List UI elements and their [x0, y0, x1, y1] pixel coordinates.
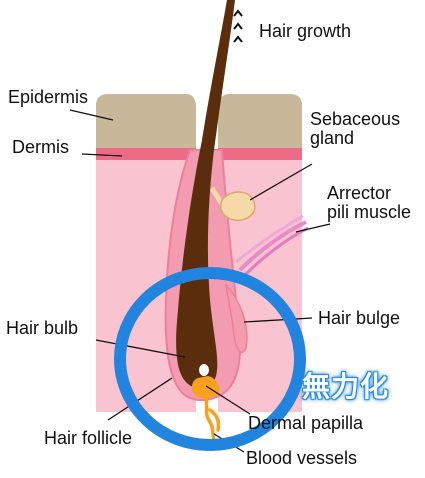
sebaceous-gland — [209, 186, 256, 222]
hair-shaft — [176, 0, 235, 389]
hair-bulge-label: Hair bulge — [318, 308, 401, 328]
sebaceous-gland-label: Sebaceous gland — [310, 110, 400, 148]
sebaceous-gland-label-line2: gland — [310, 128, 355, 148]
dermal-papilla-label: Dermal papilla — [248, 413, 364, 433]
hair-follicle-label: Hair follicle — [44, 428, 133, 448]
dermis-band-right — [218, 148, 302, 160]
epidermis-label: Epidermis — [8, 87, 89, 107]
dermis-label: Dermis — [12, 137, 69, 157]
sebaceous-gland-label-line1: Sebaceous — [310, 109, 401, 129]
growth-arrows-icon — [233, 9, 243, 43]
highlight-ring — [114, 267, 306, 451]
arrector-pili-muscle-label-line2: pili muscle — [327, 202, 412, 222]
blood-vessels — [204, 396, 221, 442]
epidermis-left — [96, 94, 196, 150]
blood-vessels-label: Blood vessels — [246, 448, 358, 468]
epidermis-right — [218, 94, 302, 150]
dermal-papilla — [191, 364, 220, 399]
arrector-pili-muscle-label-line1: Arrector — [327, 183, 392, 203]
leader-lines — [69, 109, 331, 453]
hair-growth-label: Hair growth — [259, 21, 352, 41]
arrector-pili-muscle-label: Arrector pili muscle — [327, 184, 411, 222]
hair-bulb-label: Hair bulb — [6, 318, 79, 338]
hair-bulge — [224, 282, 248, 354]
neutralize-label: 無力化 — [302, 370, 390, 403]
dermis-band-left — [96, 148, 196, 160]
